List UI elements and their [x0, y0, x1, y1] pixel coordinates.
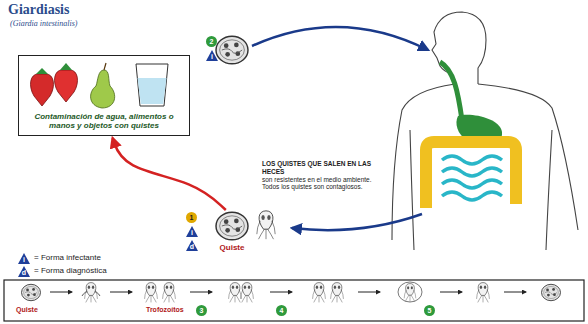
callout-number: 1: [186, 212, 197, 223]
note-block: LOS QUISTES QUE SALEN EN LAS HECESson re…: [262, 160, 380, 191]
trophozoite-figure: [257, 211, 275, 239]
food-water-picture: [31, 63, 168, 108]
legend-marker: i: [18, 253, 30, 264]
form-marker: d: [186, 240, 198, 251]
cyst-figure: [216, 212, 248, 240]
form-marker: i: [186, 226, 198, 237]
node-text: Contaminación de agua, alimentos o manos…: [24, 112, 184, 130]
callout-number: 3: [196, 305, 207, 316]
excretion-arrow: [292, 214, 422, 230]
callout-number: 4: [276, 305, 287, 316]
subtitle: (Giardia intestinalis): [10, 19, 77, 28]
legend-text: = Forma diagnóstica: [34, 266, 107, 275]
transmission-arrow: [113, 138, 226, 210]
callout-number: 5: [424, 305, 435, 316]
legend-text: = Forma infectante: [34, 253, 101, 262]
node-text: Quiste: [220, 243, 245, 252]
band-stages: [22, 282, 561, 302]
note-text: Todos los quistes son contagiosos.: [262, 183, 380, 191]
stage-label: Quiste: [16, 306, 38, 314]
diagram-title: Giardiasis: [8, 2, 69, 18]
contamination-box: Contaminación de agua, alimentos o manos…: [18, 55, 190, 136]
stage-label: Trofozoítos: [146, 306, 184, 314]
life-cycle-band: [4, 280, 584, 321]
legend-marker: d: [18, 266, 30, 277]
cyst-figure: [216, 36, 248, 64]
ingestion-arrow: [252, 27, 428, 50]
digestive-tract: [426, 62, 516, 208]
note-text: LOS QUISTES QUE SALEN EN LAS HECES: [262, 160, 380, 176]
note-text: son resistentes en el medio ambiente.: [262, 176, 380, 184]
cyst-node: Quiste: [217, 210, 248, 252]
callout-number: 2: [206, 36, 217, 47]
